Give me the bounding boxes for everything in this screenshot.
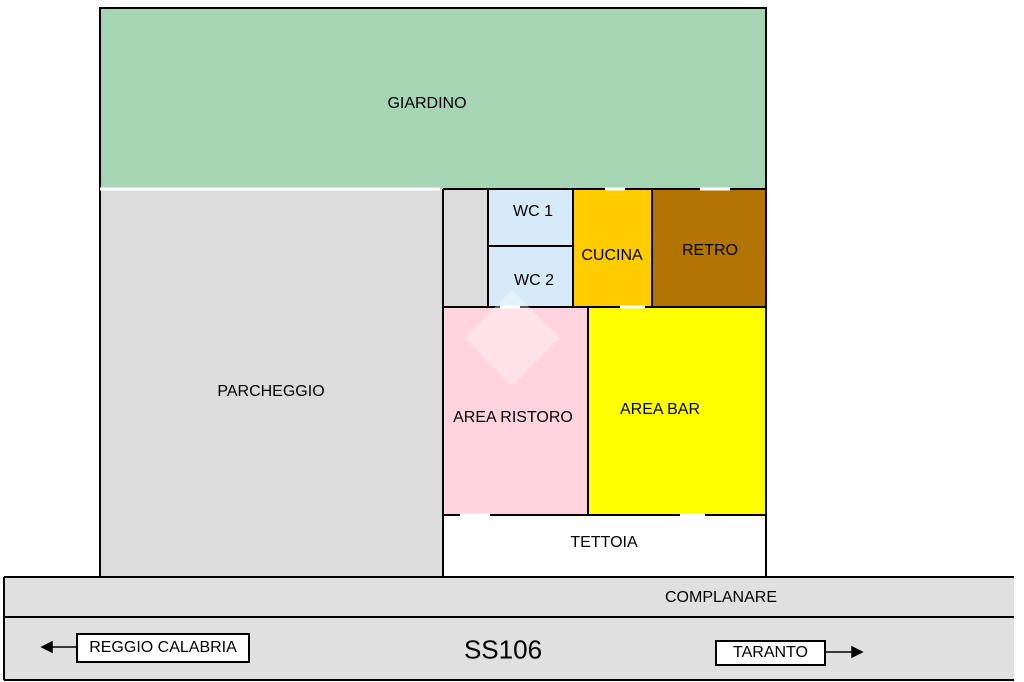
giardino-area (100, 8, 766, 189)
tettoia-label: TETTOIA (570, 534, 638, 551)
parcheggio-label: PARCHEGGIO (217, 383, 325, 400)
giardino-label: GIARDINO (387, 95, 467, 112)
area-bar-label: AREA BAR (619, 401, 701, 418)
wc1-label: WC 1 (513, 203, 553, 220)
direction-sign-reggio-calabria-text: REGGIO CALABRIA (89, 639, 237, 656)
direction-sign-taranto-text: TARANTO (733, 644, 808, 661)
parcheggio-area (100, 189, 443, 577)
retro-label: RETRO (682, 242, 738, 259)
watermark-logo (464, 290, 560, 386)
direction-sign-taranto: TARANTO (715, 640, 826, 666)
complanare-label: COMPLANARE (664, 589, 778, 606)
highway-label: SS106 (463, 634, 543, 665)
cucina-label: CUCINA (581, 247, 643, 264)
wc1-area (488, 189, 573, 246)
wc2-area (488, 246, 573, 307)
direction-sign-reggio-calabria: REGGIO CALABRIA (76, 633, 250, 663)
cucina-area (573, 189, 652, 307)
corridor-area (443, 189, 488, 307)
area-bar-area (588, 307, 766, 515)
retro-area (652, 189, 766, 307)
wc2-label: WC 2 (514, 272, 554, 289)
complanare-road (4, 577, 1014, 617)
area-ristoro-label: AREA RISTORO (453, 409, 573, 426)
area-ristoro-area (443, 307, 588, 515)
